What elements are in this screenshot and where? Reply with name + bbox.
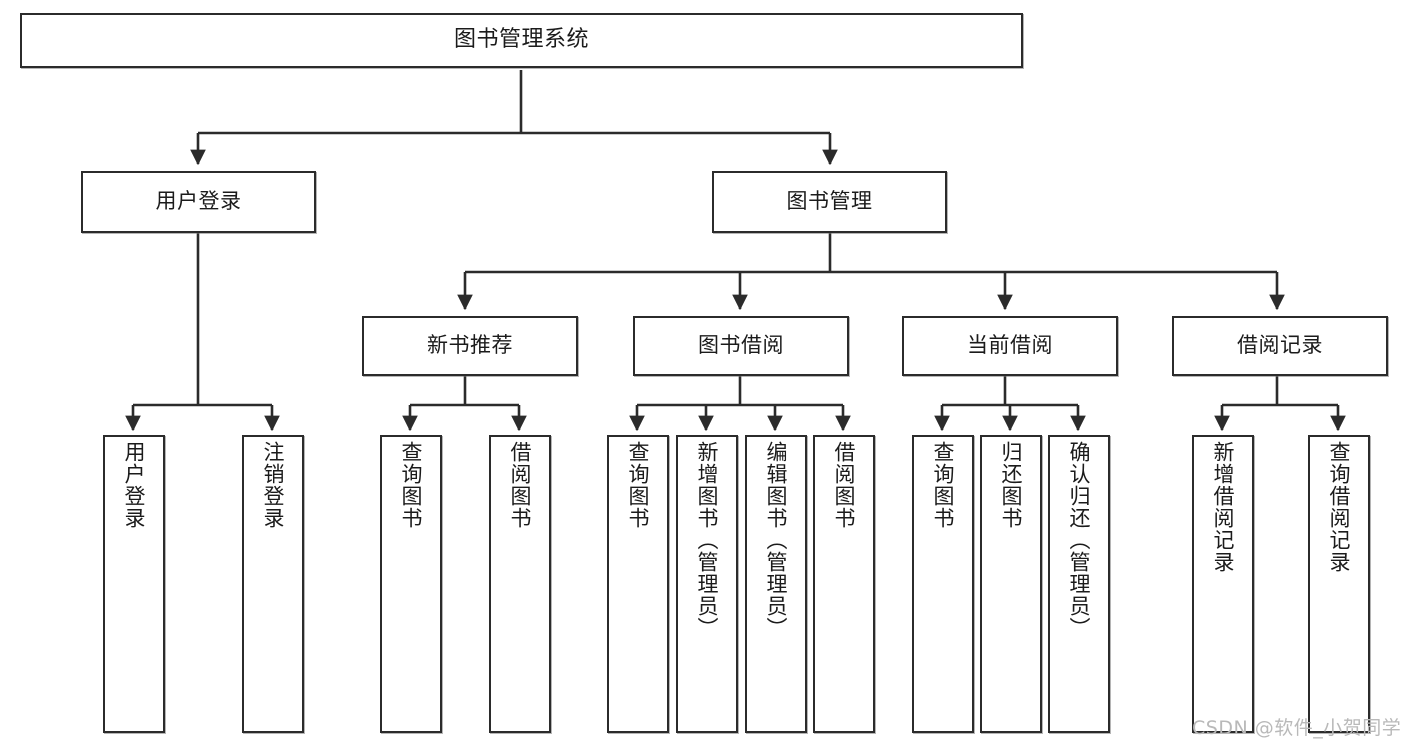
node-label: 借阅记录 — [1237, 333, 1323, 358]
node-label: 图书借阅 — [698, 333, 784, 358]
node-label: 归还图书 — [999, 441, 1024, 529]
node-label: 借阅图书 — [508, 441, 533, 529]
node-user-login[interactable]: 用户登录 — [81, 171, 316, 233]
node-borrow-record[interactable]: 借阅记录 — [1172, 316, 1388, 376]
leaf-book-borrow-edit[interactable]: 编辑图书（管理员） — [745, 435, 807, 733]
node-label: 新增图书（管理员） — [695, 441, 720, 639]
node-label: 用户登录 — [155, 189, 242, 214]
node-label: 新书推荐 — [427, 333, 513, 358]
leaf-book-borrow-borrow[interactable]: 借阅图书 — [813, 435, 875, 733]
leaf-new-book-borrow[interactable]: 借阅图书 — [489, 435, 551, 733]
leaf-user-login-login[interactable]: 用户登录 — [103, 435, 165, 733]
leaf-borrow-record-query[interactable]: 查询借阅记录 — [1308, 435, 1370, 733]
node-label: 借阅图书 — [832, 441, 857, 529]
leaf-current-borrow-query[interactable]: 查询图书 — [912, 435, 974, 733]
leaf-current-borrow-confirm-return[interactable]: 确认归还（管理员） — [1048, 435, 1110, 733]
node-label: 确认归还（管理员） — [1067, 441, 1092, 639]
leaf-new-book-query[interactable]: 查询图书 — [380, 435, 442, 733]
node-label: 查询借阅记录 — [1327, 441, 1352, 573]
node-label: 查询图书 — [626, 441, 651, 529]
leaf-book-borrow-add[interactable]: 新增图书（管理员） — [676, 435, 738, 733]
node-book-management[interactable]: 图书管理 — [712, 171, 947, 233]
node-current-borrow[interactable]: 当前借阅 — [902, 316, 1118, 376]
node-label: 查询图书 — [399, 441, 424, 529]
node-label: 查询图书 — [931, 441, 956, 529]
leaf-borrow-record-add[interactable]: 新增借阅记录 — [1192, 435, 1254, 733]
node-label: 新增借阅记录 — [1211, 441, 1236, 573]
node-label: 图书管理系统 — [453, 27, 589, 53]
leaf-book-borrow-query[interactable]: 查询图书 — [607, 435, 669, 733]
node-root-system[interactable]: 图书管理系统 — [20, 13, 1023, 68]
node-label: 编辑图书（管理员） — [764, 441, 789, 639]
node-label: 用户登录 — [122, 441, 147, 529]
node-book-borrow[interactable]: 图书借阅 — [633, 316, 849, 376]
node-label: 图书管理 — [786, 189, 873, 214]
leaf-user-login-logout[interactable]: 注销登录 — [242, 435, 304, 733]
leaf-current-borrow-return[interactable]: 归还图书 — [980, 435, 1042, 733]
node-new-book-recommend[interactable]: 新书推荐 — [362, 316, 578, 376]
node-label: 当前借阅 — [967, 333, 1053, 358]
node-label: 注销登录 — [261, 441, 286, 529]
